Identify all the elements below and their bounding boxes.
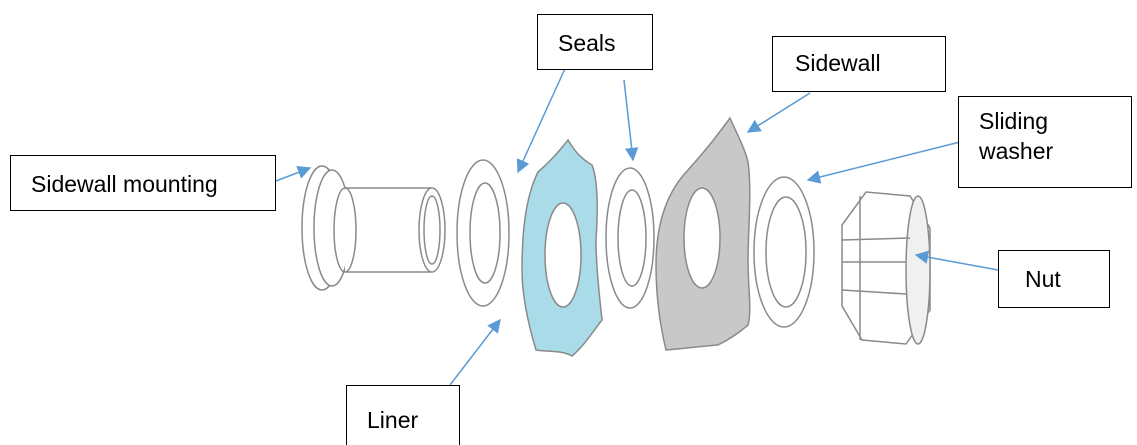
seal-part-2 (605, 167, 655, 309)
arrow-seals-right (623, 79, 639, 162)
label-liner-text: Liner (367, 407, 419, 433)
arrow-nut (914, 250, 999, 271)
seal-part-1 (456, 159, 510, 307)
nut-part (841, 191, 931, 345)
arrow-seals-left (516, 61, 569, 174)
liner-part (521, 138, 603, 357)
label-nut: Nut (998, 250, 1110, 308)
label-seals-text: Seals (558, 30, 616, 56)
arrow-sidewall (746, 92, 811, 133)
sidewall-part (655, 116, 751, 351)
arrow-sliding-washer (806, 141, 961, 184)
arrows (267, 61, 999, 386)
label-sliding-washer-text: Sliding washer (979, 108, 1054, 164)
sliding-washer-part (753, 176, 815, 328)
label-nut-text: Nut (1025, 266, 1061, 292)
label-sliding-washer: Sliding washer (958, 96, 1132, 188)
label-sidewall-mounting: Sidewall mounting (10, 155, 276, 211)
label-seals: Seals (537, 14, 653, 70)
label-sidewall: Sidewall (772, 36, 946, 92)
label-sidewall-text: Sidewall (795, 50, 881, 76)
sidewall-mounting-part (301, 165, 446, 291)
label-sidewall-mounting-text: Sidewall mounting (31, 171, 218, 197)
arrow-liner (449, 318, 501, 386)
label-liner: Liner (346, 385, 460, 445)
